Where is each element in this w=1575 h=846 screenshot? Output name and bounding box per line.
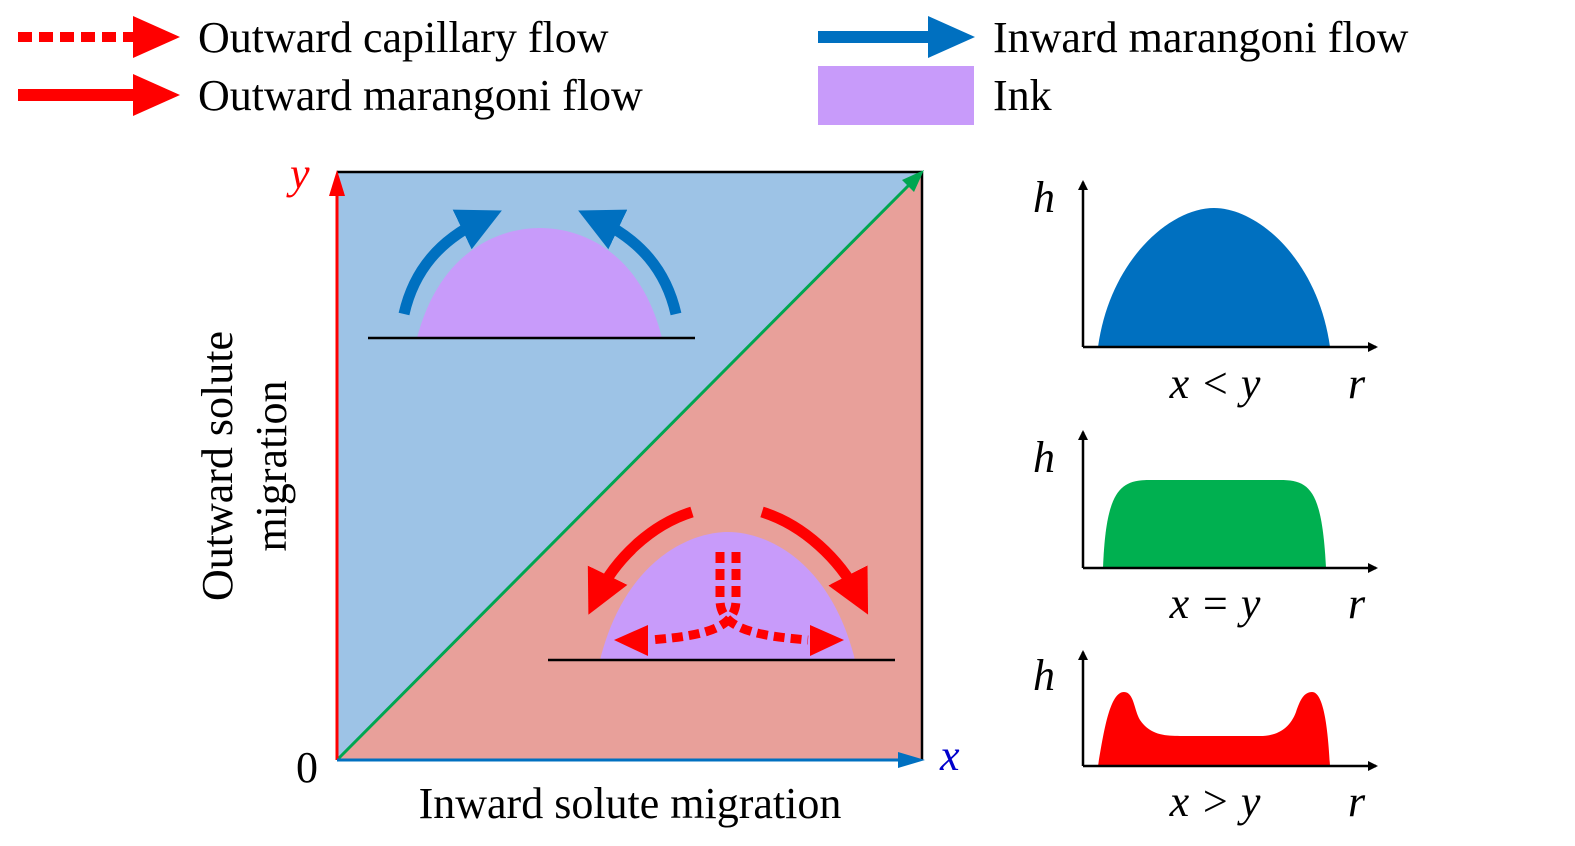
condition-label: x > y — [1169, 777, 1261, 826]
legend-item-ink: Ink — [818, 66, 1052, 125]
arrowhead-icon — [133, 74, 180, 116]
ink-droplet — [417, 228, 662, 338]
outward-marangoni-arrow-right — [760, 506, 869, 615]
capillary-arrowhead-left-icon — [614, 625, 648, 656]
diagonal-line — [335, 180, 914, 762]
y-axis-arrowhead-icon — [329, 170, 345, 196]
inward-flow-arrow-right — [578, 209, 682, 316]
condition-label: x = y — [1169, 579, 1261, 628]
phase-diagram: y x 0 Inward solute migration Outward so… — [193, 149, 960, 828]
diagonal-arrowhead-icon — [902, 170, 924, 192]
legend-label: Outward capillary flow — [198, 13, 609, 62]
h-label: h — [1033, 433, 1055, 482]
arrowhead-icon — [928, 16, 975, 58]
height-profile — [1098, 208, 1330, 347]
legend-item-inward-marangoni: Inward marangoni flow — [818, 13, 1409, 62]
legend-item-outward-capillary: Outward capillary flow — [18, 13, 609, 62]
capillary-flow-right — [715, 552, 809, 645]
x-axis-symbol: x — [939, 731, 960, 780]
condition-label: x < y — [1169, 359, 1261, 408]
droplet-outward — [548, 506, 895, 662]
profile-dome: h r x < y — [1033, 173, 1378, 408]
profile-flat: h r x = y — [1033, 430, 1378, 628]
r-label: r — [1348, 579, 1366, 628]
capillary-arrowhead-right-icon — [810, 625, 844, 656]
arrowhead-icon — [133, 16, 180, 58]
droplet-inward — [368, 209, 695, 340]
r-label: r — [1348, 359, 1366, 408]
legend-item-outward-marangoni: Outward marangoni flow — [18, 71, 643, 120]
h-label: h — [1033, 173, 1055, 222]
origin-label: 0 — [296, 743, 318, 792]
capillary-flow-left — [649, 552, 741, 645]
x-axis-title: Inward solute migration — [419, 779, 842, 828]
legend-label: Ink — [993, 71, 1052, 120]
ink-swatch — [818, 66, 974, 125]
y-axis-title-line1: Outward solute — [193, 331, 242, 601]
profile-coffee-ring: h r x > y — [1033, 650, 1378, 826]
legend-label: Inward marangoni flow — [993, 13, 1409, 62]
x-axis-arrowhead-icon — [898, 752, 925, 768]
y-axis-symbol: y — [286, 149, 310, 198]
h-label: h — [1033, 651, 1055, 700]
r-label: r — [1348, 777, 1366, 826]
height-profile — [1103, 480, 1326, 568]
legend-label: Outward marangoni flow — [198, 71, 643, 120]
outward-marangoni-arrow-left — [587, 506, 694, 615]
ink-droplet — [600, 532, 855, 660]
y-axis-title-line2: migration — [247, 380, 296, 551]
height-profile — [1098, 692, 1330, 766]
inward-flow-arrow-left — [398, 209, 502, 316]
legend: Outward capillary flow Outward marangoni… — [18, 13, 1409, 125]
